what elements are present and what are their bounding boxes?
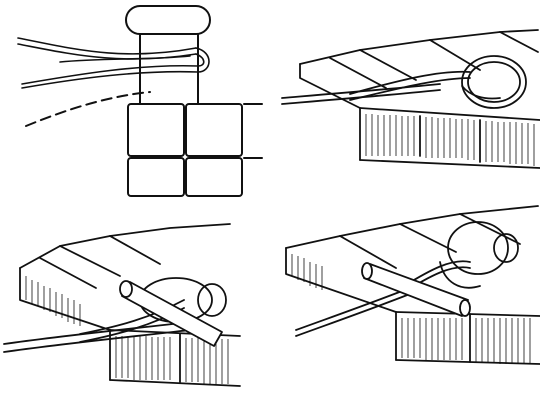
hatching-bottom-right [291,254,531,364]
bollard-post [139,33,199,105]
rope-dashed [25,91,151,127]
wooden-toggle-left [119,280,223,347]
stone-wall [127,103,263,197]
panel-bottom-left [3,223,241,387]
rope-top-left [17,37,210,89]
panel-top-right [281,29,540,169]
rope-top-right [281,55,527,109]
metal-ring [461,55,527,109]
panel-top-left [17,5,263,197]
quay-top-right [299,29,540,169]
bollard-cap [125,5,211,35]
hatching-top-right [365,114,535,166]
hatching-bottom-left [25,276,229,384]
wooden-toggle-right [361,262,471,317]
panel-bottom-right [285,205,540,365]
quay-bottom-left [19,223,241,387]
quay-bottom-right [285,205,540,365]
metal-ring-right [447,221,509,275]
rope-bottom-left [3,277,227,353]
